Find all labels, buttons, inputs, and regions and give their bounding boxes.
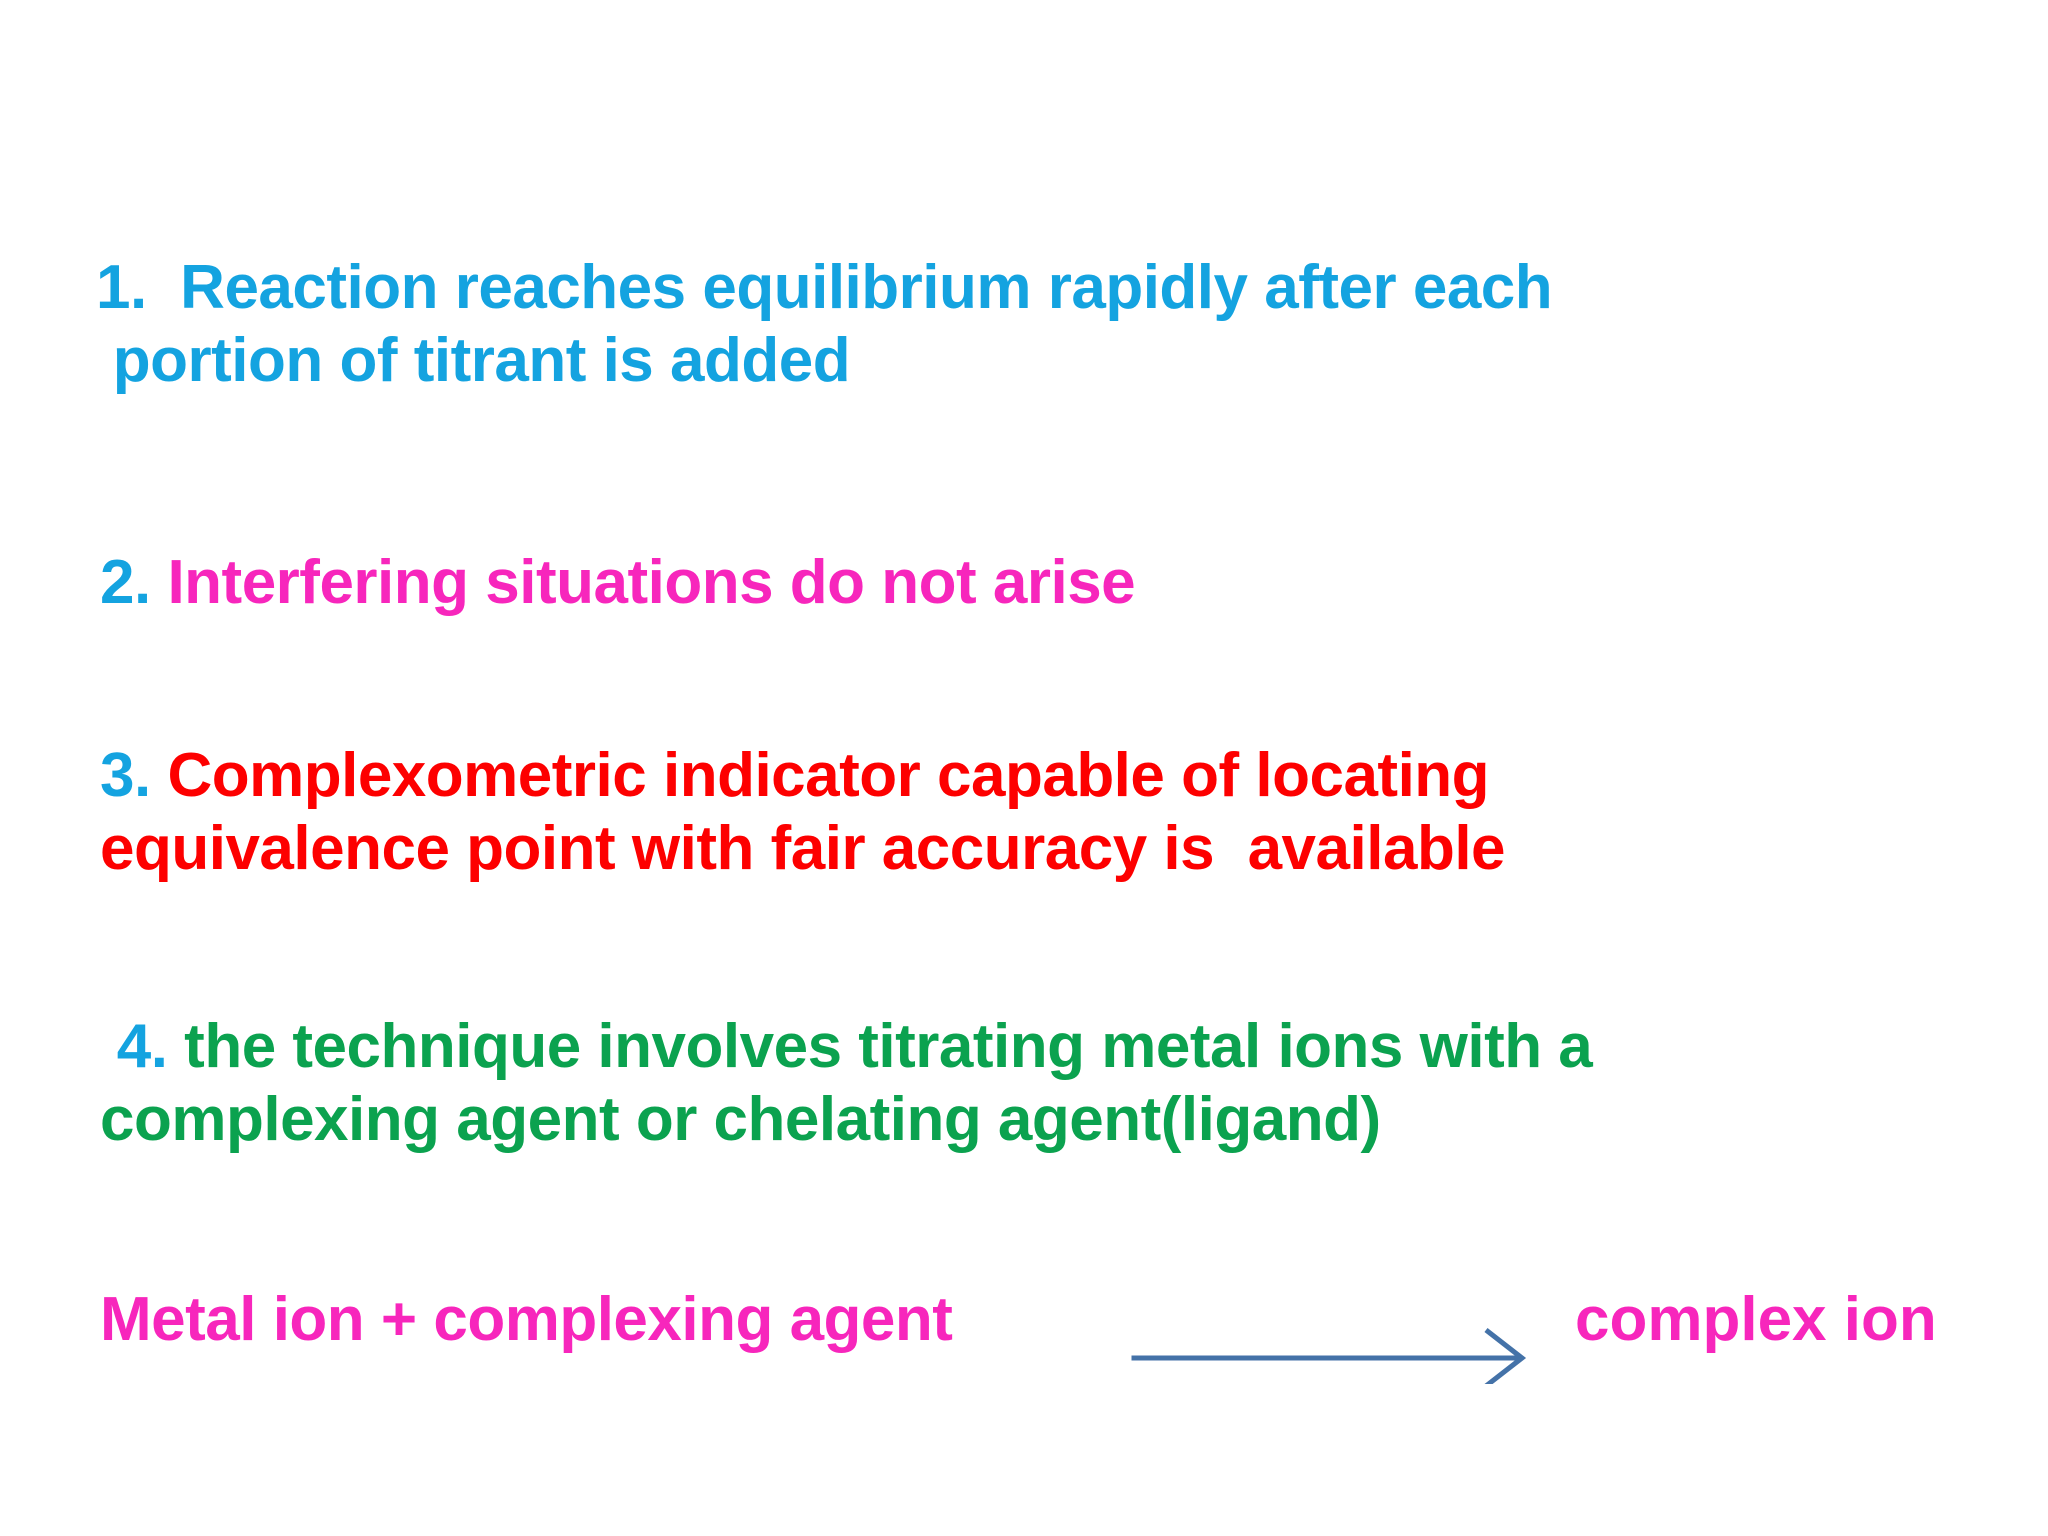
bullet-item-1: 1. Reaction reaches equilibrium rapidly … [96,252,1926,397]
bullet-text-2: Interfering situations do not arise [150,548,1136,617]
bullet-text-3: Complexometric indicator capable of loca… [100,741,1506,883]
reaction-equation: Metal ion + complexing agent complex ion [100,1284,2000,1394]
right-arrow-icon [1131,1328,1527,1384]
bullet-text-4: the technique involves titrating metal i… [100,1012,1593,1154]
equation-product: complex ion [1575,1285,1937,1354]
bullet-number-1: 1. [96,253,147,322]
equation-reactants: Metal ion + complexing agent [100,1285,953,1354]
bullet-item-2: 2. Interfering situations do not arise [100,547,1930,620]
bullet-number-2: 2. [100,548,151,617]
bullet-number-4: 4. [100,1012,168,1081]
bullet-item-3: 3. Complexometric indicator capable of l… [100,740,1930,885]
bullet-item-4: 4. the technique involves titrating meta… [100,1011,1930,1156]
bullet-number-3: 3. [100,741,151,810]
bullet-text-1: Reaction reaches equilibrium rapidly aft… [112,253,1553,395]
